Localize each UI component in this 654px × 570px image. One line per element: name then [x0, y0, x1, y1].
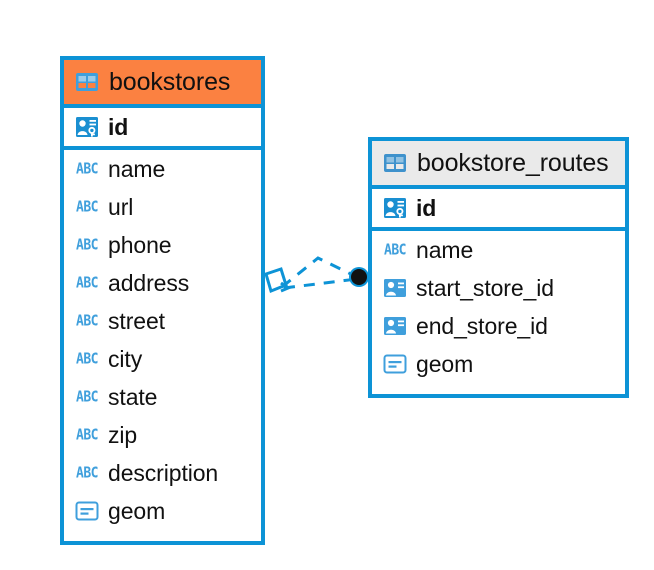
- field-label: geom: [416, 350, 474, 377]
- filled-circle-marker: [349, 267, 369, 287]
- field-row-start-store-id[interactable]: start_store_id: [372, 269, 625, 307]
- abc-icon: ABC: [76, 350, 98, 368]
- field-row-street[interactable]: ABC street: [64, 302, 261, 340]
- field-label: end_store_id: [416, 312, 548, 339]
- field-label: name: [108, 155, 166, 182]
- relationship-line-upper: [281, 256, 358, 289]
- field-label: zip: [108, 421, 138, 448]
- abc-icon: ABC: [76, 464, 98, 482]
- field-label: geom: [108, 497, 166, 524]
- field-row-end-store-id[interactable]: end_store_id: [372, 307, 625, 345]
- entity-header-bookstores[interactable]: bookstores: [64, 60, 261, 108]
- field-row-name[interactable]: ABC name: [64, 150, 261, 188]
- entity-bookstores[interactable]: bookstores id ABC: [60, 56, 265, 545]
- entity-title: bookstores: [109, 67, 231, 96]
- field-label: phone: [108, 231, 172, 258]
- geometry-icon: [74, 498, 100, 524]
- primary-key-icon: [382, 195, 408, 221]
- field-row-phone[interactable]: ABC phone: [64, 226, 261, 264]
- abc-icon: ABC: [76, 426, 98, 444]
- abc-icon: ABC: [76, 236, 98, 254]
- field-label: street: [108, 307, 165, 334]
- field-row-zip[interactable]: ABC zip: [64, 416, 261, 454]
- field-label: description: [108, 459, 219, 486]
- abc-icon: ABC: [76, 198, 98, 216]
- field-row-address[interactable]: ABC address: [64, 264, 261, 302]
- table-icon: [382, 150, 408, 176]
- field-label: id: [416, 194, 437, 221]
- foreign-key-icon: [382, 313, 408, 339]
- field-label: address: [108, 269, 190, 296]
- entity-title: bookstore_routes: [417, 148, 609, 177]
- field-label: start_store_id: [416, 274, 554, 301]
- abc-icon: ABC: [76, 312, 98, 330]
- field-label: name: [416, 236, 474, 263]
- field-row-id[interactable]: id: [64, 108, 261, 150]
- field-label: url: [108, 193, 134, 220]
- field-label: state: [108, 383, 158, 410]
- field-row-city[interactable]: ABC city: [64, 340, 261, 378]
- field-row-geom[interactable]: geom: [372, 345, 625, 383]
- field-row-geom[interactable]: geom: [64, 492, 261, 530]
- abc-icon: ABC: [76, 160, 98, 178]
- table-icon: [74, 69, 100, 95]
- field-label: id: [108, 113, 129, 140]
- field-row-state[interactable]: ABC state: [64, 378, 261, 416]
- geometry-icon: [382, 351, 408, 377]
- abc-icon: ABC: [76, 388, 98, 406]
- field-label: city: [108, 345, 143, 372]
- field-row-description[interactable]: ABC description: [64, 454, 261, 492]
- field-row-id[interactable]: id: [372, 189, 625, 231]
- primary-key-icon: [74, 114, 100, 140]
- field-row-name[interactable]: ABC name: [372, 231, 625, 269]
- entity-bookstore-routes[interactable]: bookstore_routes id ABC: [368, 137, 629, 398]
- relationship-line-lower: [283, 277, 358, 290]
- entity-header-bookstore-routes[interactable]: bookstore_routes: [372, 141, 625, 189]
- diamond-marker: [264, 267, 292, 294]
- foreign-key-icon: [382, 275, 408, 301]
- abc-icon: ABC: [384, 241, 406, 259]
- field-row-url[interactable]: ABC url: [64, 188, 261, 226]
- abc-icon: ABC: [76, 274, 98, 292]
